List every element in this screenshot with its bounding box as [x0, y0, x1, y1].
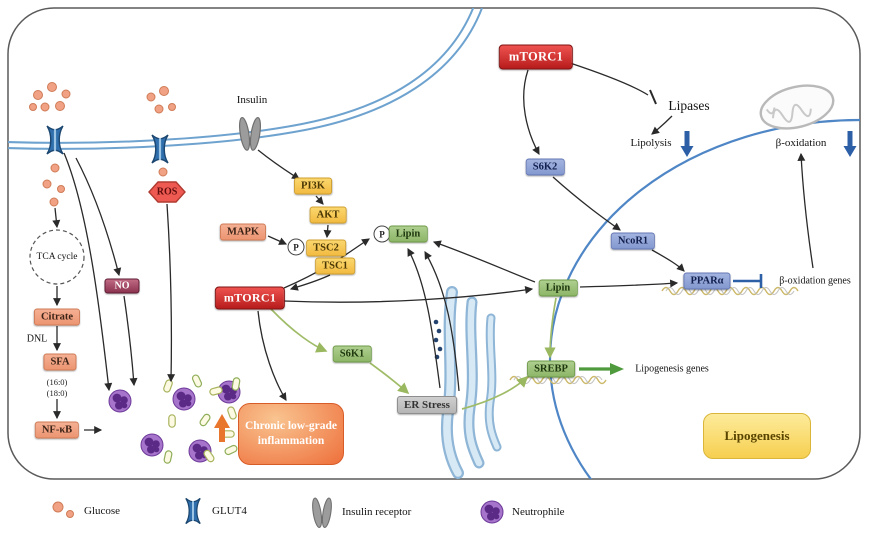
dna-squiggle-ppara: [661, 286, 799, 296]
glut4-icon: [46, 125, 64, 155]
node-srebp: SREBP: [527, 360, 575, 378]
insulin-receptor-icon: [238, 116, 262, 151]
neutrophils: [108, 380, 241, 463]
plasma-membrane: [8, 8, 483, 150]
lipases-inhibition: [569, 62, 657, 105]
phospho-badge-tsc2: P: [287, 238, 305, 256]
node-ncor1: NcoR1: [610, 232, 656, 250]
insulin-label: Insulin: [236, 94, 268, 106]
inflammation-up-arrow: [214, 414, 230, 442]
legend-glucose-icon: [52, 501, 74, 518]
legend-neutrophile-label: Neutrophile: [512, 506, 565, 518]
glut4-icon: [151, 134, 169, 164]
lipolysis-down-arrow: [680, 131, 694, 157]
legend-insulin-receptor-label: Insulin receptor: [342, 506, 412, 518]
lipolysis-label: Lipolysis: [630, 137, 672, 149]
tca-cycle-label: TCA cycle: [36, 252, 78, 262]
node-tsc2: TSC2: [306, 239, 346, 257]
sfa-18-label: (18:0): [46, 388, 68, 398]
nucleus-membrane: [548, 118, 860, 479]
lipases-label: Lipases: [668, 98, 710, 113]
ribosome-dots: [433, 319, 443, 360]
node-tsc1: TSC1: [315, 257, 355, 275]
legend-glucose-label: Glucose: [84, 505, 121, 517]
node-s6k2: S6K2: [525, 158, 565, 176]
node-pi3k: PI3K: [294, 177, 332, 195]
green-arrows: [270, 297, 557, 410]
node-lipin-top: Lipin: [388, 225, 428, 243]
legend-glut4-icon: [185, 497, 201, 525]
ros-icon: [148, 181, 186, 203]
ros-label: ROS: [156, 186, 178, 198]
ppara-inhibition-bar: [733, 274, 763, 288]
node-nfkb: NF-κB: [34, 421, 80, 439]
glucose-molecules: [29, 82, 176, 207]
node-s6k1: S6K1: [332, 345, 372, 363]
lipogenesis-panel: Lipogenesis: [703, 413, 811, 459]
lipogenesis-genes-label: Lipogenesis genes: [635, 363, 709, 375]
endoplasmic-reticulum-icon: [440, 286, 502, 479]
node-no: NO: [104, 278, 140, 294]
srebp-genes-arrow: [579, 363, 624, 375]
node-ppara: PPARα: [683, 272, 731, 290]
node-lipin-right: Lipin: [538, 279, 578, 297]
dnl-label: DNL: [26, 333, 48, 345]
cell-outline: [7, 7, 861, 480]
chronic-inflammation-panel: Chronic low-grade inflammation: [238, 403, 344, 465]
tca-cycle-ring: [29, 229, 85, 285]
node-er-stress: ER Stress: [397, 396, 457, 414]
node-citrate: Citrate: [33, 308, 81, 326]
node-mtorc1-top: mTORC1: [498, 44, 574, 70]
black-arrows: [52, 69, 814, 434]
legend-neutrophile-icon: [480, 500, 504, 524]
beta-oxidation-genes-label: β-oxidation genes: [779, 275, 851, 287]
mitochondria-icon: [759, 84, 835, 130]
legend-glut4-label: GLUT4: [212, 505, 247, 517]
node-mapk: MAPK: [219, 223, 267, 241]
node-sfa: SFA: [43, 353, 77, 371]
node-akt: AKT: [309, 206, 347, 224]
beta-oxidation-label: β-oxidation: [775, 137, 827, 149]
legend-insulin-receptor-icon: [312, 497, 332, 528]
node-mtorc1-left: mTORC1: [214, 286, 286, 310]
sfa-16-label: (16:0): [46, 377, 68, 387]
beta-oxidation-down-arrow: [843, 131, 857, 157]
